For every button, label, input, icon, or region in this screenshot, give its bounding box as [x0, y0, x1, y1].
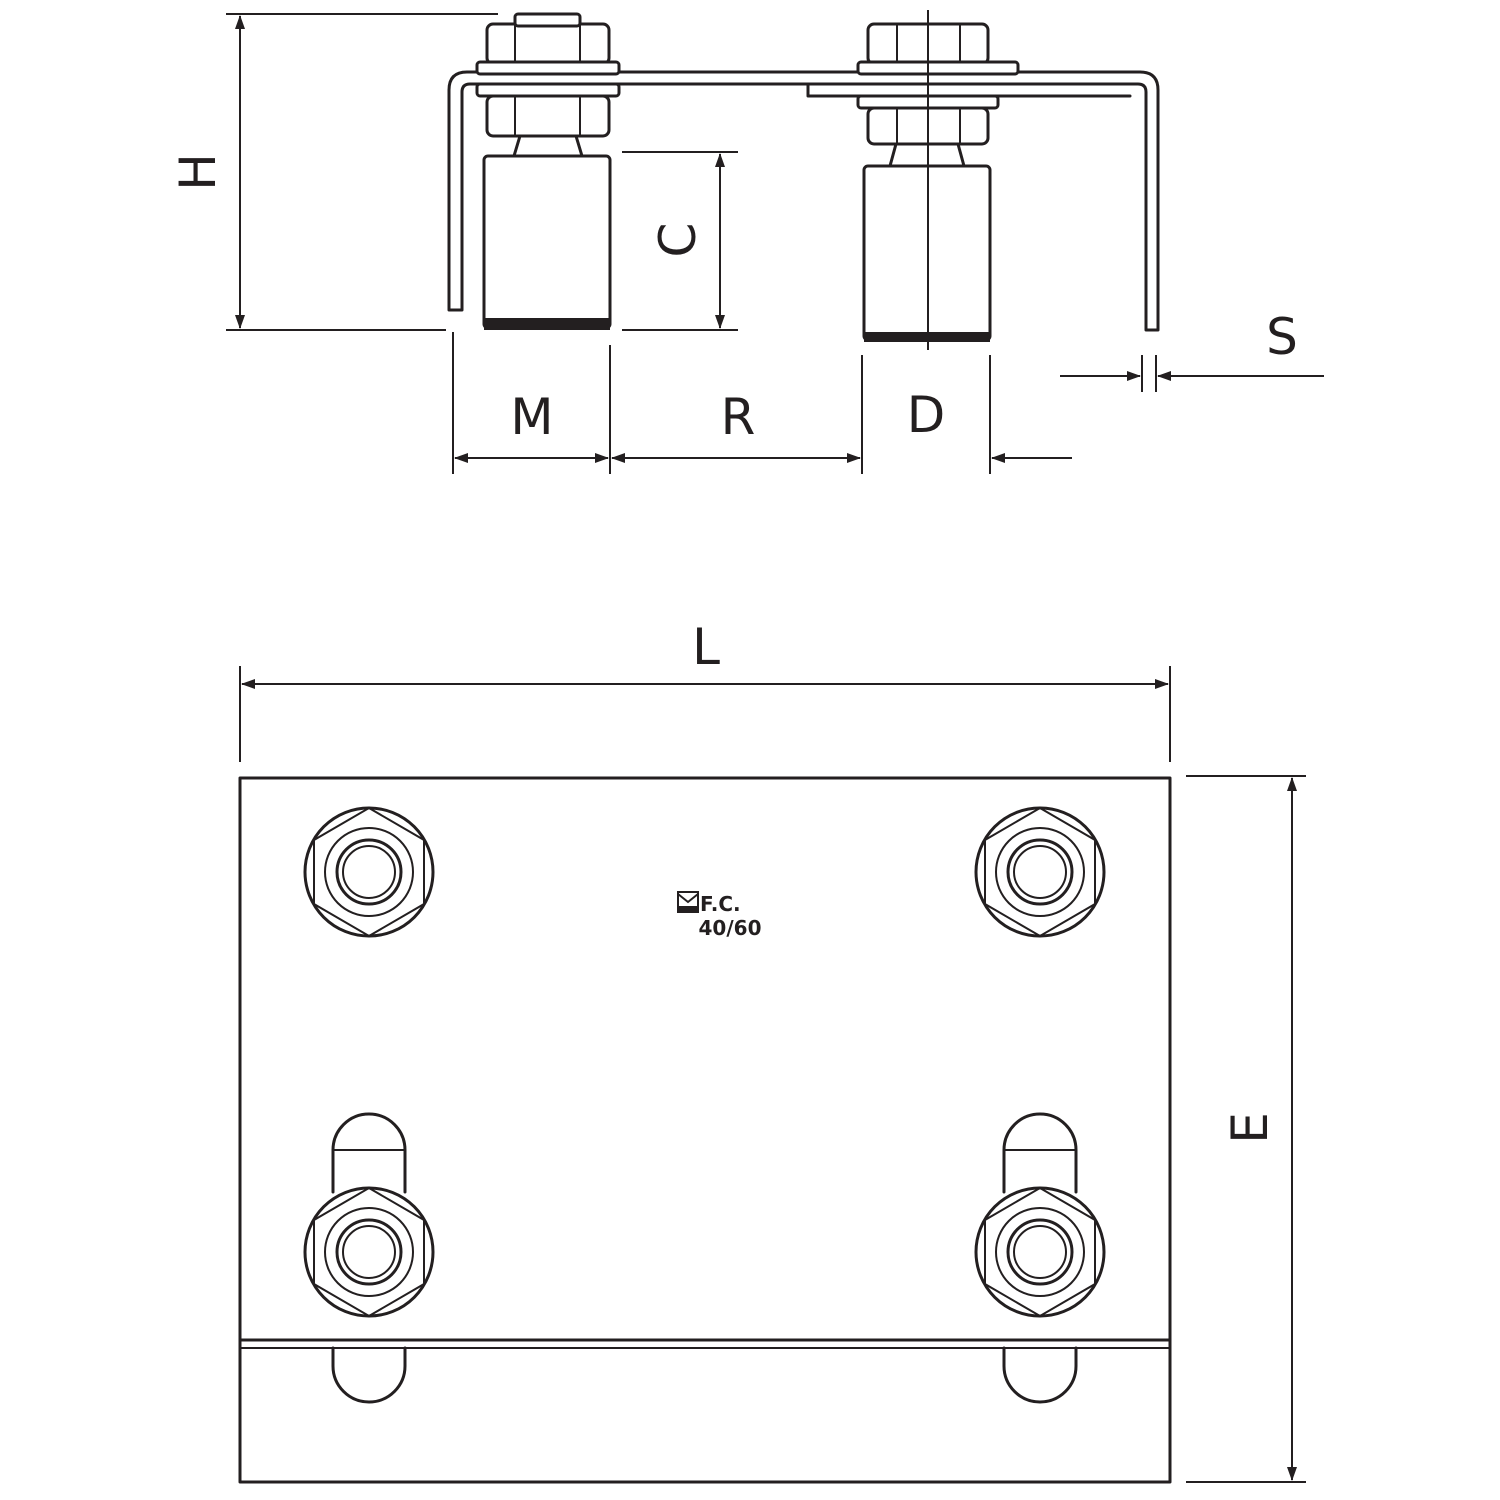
dimension-label-l: L: [692, 618, 720, 676]
dimension-label-d: D: [907, 386, 946, 444]
envelope-logo-icon: [677, 891, 699, 913]
dimension-label-r: R: [721, 388, 756, 446]
slot: [331, 1112, 407, 1194]
left-roller-assembly: [475, 12, 621, 330]
hex-nut: [974, 806, 1106, 938]
roller-body: [482, 154, 612, 330]
dimension-label-c: C: [649, 223, 707, 258]
dimension-label-s: S: [1266, 308, 1298, 366]
hex-nut: [303, 1186, 435, 1318]
right-roller-assembly: [856, 10, 1020, 350]
base-plate: [238, 776, 1172, 1484]
manufacturer-stamp: F.C. 40/60: [677, 891, 762, 940]
dimension-c: C: [622, 151, 738, 331]
dimension-s: S: [1060, 308, 1324, 392]
top-view: L E: [238, 618, 1306, 1484]
top-nut: [485, 22, 611, 66]
dimension-r: R: [611, 388, 861, 463]
stamp-model: 40/60: [699, 916, 762, 940]
washer: [475, 82, 621, 98]
dimension-label-e: E: [1221, 1112, 1279, 1144]
side-view: H C M R D: [169, 10, 1324, 474]
slot: [331, 1346, 407, 1404]
dimension-l: L: [239, 618, 1171, 762]
dimension-m: M: [454, 388, 609, 463]
dimension-d: D: [907, 386, 1072, 463]
stamp-brand: F.C.: [700, 892, 741, 916]
bolt-end: [513, 12, 582, 28]
roller-neck: [511, 134, 585, 158]
slot: [1002, 1346, 1078, 1404]
hex-nut: [974, 1186, 1106, 1318]
dimension-label-m: M: [510, 388, 553, 446]
roller-base: [484, 318, 610, 330]
bracket-plate: [806, 82, 1132, 98]
hex-nut: [303, 806, 435, 938]
lower-nut: [485, 94, 611, 138]
u-bracket: [447, 70, 1160, 332]
washer: [475, 60, 621, 76]
dimension-h: H: [169, 13, 498, 331]
washer: [856, 60, 1020, 76]
dimension-e: E: [1186, 775, 1306, 1483]
slot: [1002, 1112, 1078, 1194]
dimension-label-h: H: [169, 153, 227, 191]
